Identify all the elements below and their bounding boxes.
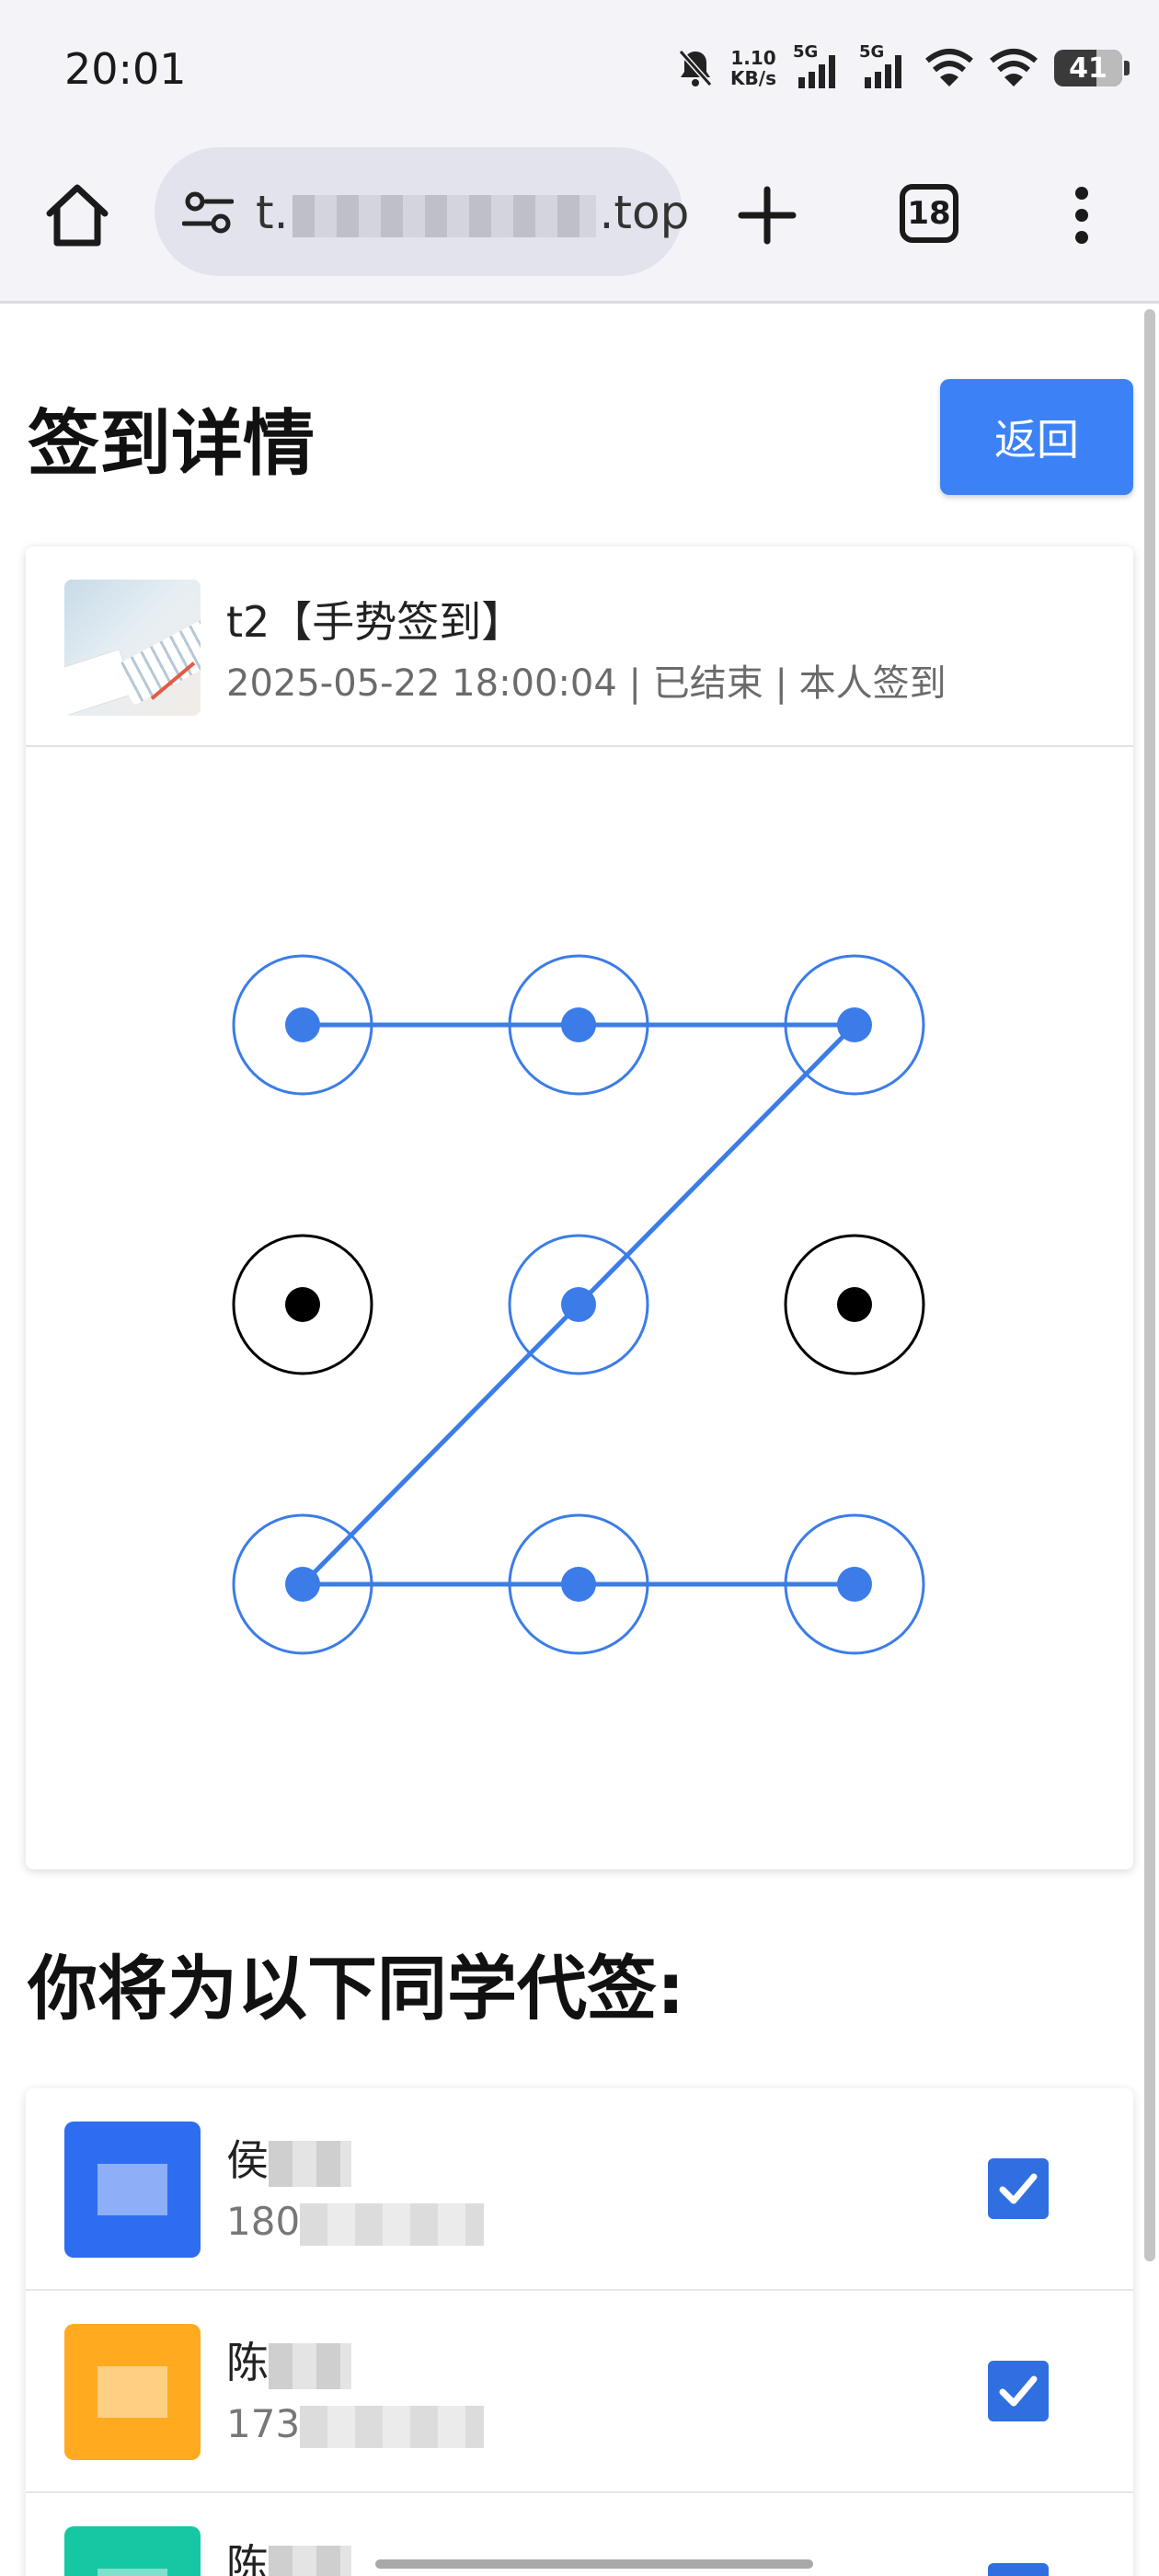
student-name: 侯 [226, 2127, 351, 2188]
student-phone-text: 180 [226, 2199, 301, 2244]
gesture-node-3[interactable] [784, 954, 925, 1096]
gesture-node-dot-5 [561, 1287, 596, 1322]
signal-icon: 5G [793, 42, 843, 90]
select-checkbox[interactable] [988, 2158, 1049, 2219]
name-redacted [269, 2342, 351, 2389]
tabs-icon[interactable]: 18 [900, 184, 958, 243]
phone-redacted [300, 2405, 485, 2448]
student-name-text: 陈 [226, 2540, 269, 2576]
student-name: 陈 [226, 2532, 351, 2576]
student-name-text: 侯 [226, 2135, 269, 2185]
bell-off-icon [678, 50, 713, 86]
signal-label: 5G [793, 42, 819, 62]
gesture-node-dot-9 [837, 1567, 872, 1602]
check-icon [999, 2173, 1038, 2204]
url-bar[interactable]: t. .top [155, 147, 689, 276]
browser-toolbar: t. .top 18 [0, 138, 1159, 304]
gesture-node-dot-6 [837, 1287, 872, 1322]
gesture-node-dot-3 [837, 1007, 872, 1042]
gesture-node-dot-1 [285, 1007, 320, 1042]
battery-icon: 41 [1054, 50, 1130, 86]
avatar [64, 2324, 201, 2460]
back-button[interactable]: 返回 [940, 379, 1133, 495]
check-icon [999, 2375, 1038, 2407]
course-thumbnail [64, 580, 201, 716]
url-suffix: .top [599, 186, 690, 239]
gesture-node-4[interactable] [232, 1234, 373, 1375]
list-item[interactable]: 侯 180 [26, 2088, 1133, 2291]
checkin-card: t2【手势签到】 2025-05-22 18:00:04 | 已结束 | 本人签… [26, 546, 1133, 1869]
site-settings-icon[interactable] [182, 190, 234, 236]
net-speed: 1.10 KB/s [730, 48, 776, 88]
check-icon [997, 2572, 1039, 2576]
list-item[interactable]: 陈 [26, 2493, 1133, 2576]
status-icons: 1.10 KB/s 5G 5G 41 [677, 42, 1130, 90]
gesture-node-8[interactable] [508, 1513, 649, 1655]
gesture-node-1[interactable] [232, 954, 373, 1096]
gesture-node-5[interactable] [508, 1234, 649, 1375]
tab-count: 18 [907, 195, 951, 232]
student-name: 陈 [226, 2329, 351, 2390]
plus-icon[interactable] [734, 182, 800, 248]
url-prefix: t. [256, 186, 289, 239]
wifi-icon [925, 49, 973, 86]
net-speed-value: 1.10 [730, 47, 776, 69]
avatar [64, 2122, 201, 2258]
phone-redacted [300, 2202, 485, 2246]
checkin-title: t2【手势签到】 [226, 597, 524, 647]
gesture-node-6[interactable] [784, 1234, 925, 1375]
more-vert-icon[interactable] [1067, 182, 1096, 248]
gesture-node-dot-2 [561, 1007, 596, 1042]
proxy-heading: 你将为以下同学代签: [28, 1948, 685, 2030]
battery-level: 41 [1069, 52, 1107, 85]
scrollbar[interactable] [1144, 309, 1155, 2261]
signal-label: 5G [859, 42, 885, 62]
gesture-pattern[interactable] [26, 749, 1133, 1868]
name-redacted [269, 2545, 351, 2576]
select-checkbox[interactable] [988, 2361, 1049, 2421]
avatar [64, 2526, 201, 2576]
net-speed-unit: KB/s [730, 67, 776, 89]
student-phone: 173 [226, 2401, 485, 2448]
page-title: 签到详情 [28, 403, 316, 486]
gesture-node-dot-8 [561, 1567, 596, 1602]
student-phone-text: 173 [226, 2401, 301, 2446]
gesture-node-2[interactable] [508, 954, 649, 1096]
url-text[interactable]: t. .top [256, 186, 689, 239]
gesture-node-7[interactable] [232, 1513, 373, 1655]
status-time: 20:01 [64, 44, 187, 94]
gesture-node-9[interactable] [784, 1513, 925, 1655]
wifi-icon [990, 49, 1038, 86]
checkin-header: t2【手势签到】 2025-05-22 18:00:04 | 已结束 | 本人签… [26, 546, 1133, 747]
url-redacted [292, 194, 596, 237]
checkin-meta: 2025-05-22 18:00:04 | 已结束 | 本人签到 [226, 662, 947, 705]
status-bar: 20:01 1.10 KB/s 5G 5G [0, 0, 1159, 138]
student-list: 侯 180 陈 173 陈 [26, 2088, 1133, 2576]
student-name-text: 陈 [226, 2338, 269, 2387]
student-phone: 180 [226, 2199, 485, 2246]
home-icon[interactable] [42, 180, 112, 250]
gesture-node-dot-4 [285, 1287, 320, 1322]
select-checkbox[interactable] [988, 2563, 1049, 2576]
signal-icon: 5G [859, 42, 909, 90]
gesture-node-dot-7 [285, 1567, 320, 1602]
list-item[interactable]: 陈 173 [26, 2291, 1133, 2493]
name-redacted [269, 2140, 351, 2187]
gesture-nav-bar[interactable] [375, 2559, 813, 2569]
